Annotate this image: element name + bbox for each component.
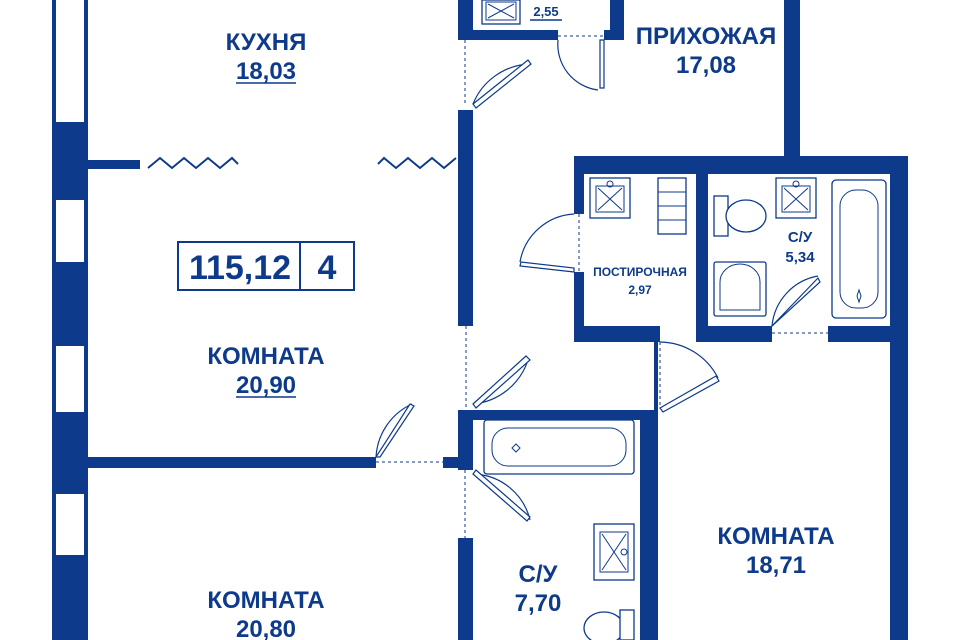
sink-icon	[481, 0, 521, 25]
total-area: 115,12	[189, 249, 291, 287]
room-area-room-bottom: 20,80	[236, 616, 296, 640]
room-area-bath-top: 2,55	[533, 4, 558, 19]
room-area-wc-center: 7,70	[515, 590, 562, 617]
washing-machine-icon	[713, 261, 767, 317]
sink-icon	[775, 177, 817, 219]
room-area-hallway: 17,08	[676, 52, 736, 79]
toilet-icon	[583, 609, 635, 640]
kitchen-opening	[147, 156, 457, 170]
fixtures	[481, 0, 887, 640]
sink-icon	[589, 177, 631, 219]
room-name-wc-right: С/У	[788, 229, 813, 246]
room-name-room-right: КОМНАТА	[717, 523, 834, 550]
room-area-room-right: 18,71	[746, 552, 806, 579]
bathtub-icon	[831, 179, 887, 319]
room-area-wc-right: 5,34	[785, 249, 815, 266]
room-name-room-bottom: КОМНАТА	[207, 587, 324, 614]
apartment-summary-badge: 115,12 4	[177, 241, 355, 291]
room-name-laundry: ПОСТИРОЧНАЯ	[593, 265, 687, 279]
room-name-hallway: ПРИХОЖАЯ	[636, 23, 777, 50]
doors	[374, 35, 828, 538]
room-name-kitchen: КУХНЯ	[226, 29, 307, 56]
room-area-laundry: 2,97	[628, 283, 652, 297]
room-labels: КУХНЯ 18,03 2,55 ПРИХОЖАЯ 17,08 КОМНАТА …	[207, 4, 834, 640]
sink-icon	[593, 523, 635, 581]
room-name-wc-center: С/У	[519, 561, 559, 588]
room-area-living: 20,90	[236, 372, 296, 399]
room-count: 4	[318, 249, 337, 287]
bathtub-icon	[483, 419, 635, 475]
room-area-kitchen: 18,03	[236, 58, 296, 85]
shelf-icon	[657, 177, 687, 235]
walls	[52, 0, 908, 640]
room-name-living: КОМНАТА	[207, 343, 324, 370]
toilet-icon	[713, 195, 767, 237]
